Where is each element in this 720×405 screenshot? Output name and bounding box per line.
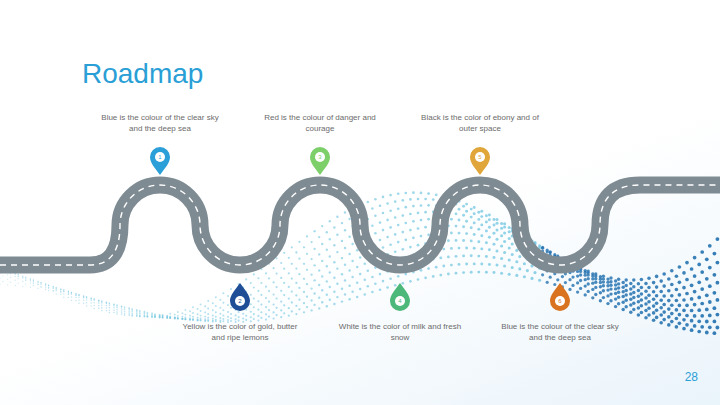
map-pin: 1: [149, 146, 171, 176]
pin-shape: [389, 282, 411, 312]
callout-number: 3: [309, 153, 331, 161]
callout-number: 2: [229, 297, 251, 305]
milestone-text: Black is the color of ebony and of outer…: [418, 112, 542, 134]
milestone-text: Blue is the colour of the clear sky and …: [498, 321, 622, 343]
callout-number: 6: [549, 297, 571, 305]
milestone-text: Yellow is the color of gold, butter and …: [178, 321, 302, 343]
milestone-text: White is the color of milk and fresh sno…: [338, 321, 462, 343]
callout-number: 1: [149, 153, 171, 161]
road-dashes: [0, 185, 720, 265]
map-pin: 2: [229, 282, 251, 312]
pin-shape: [309, 146, 331, 176]
milestone: 2Yellow is the color of gold, butter and…: [160, 282, 320, 343]
map-pin: 6: [549, 282, 571, 312]
map-pin: 5: [469, 146, 491, 176]
road: [0, 185, 720, 265]
milestone: 4White is the color of milk and fresh sn…: [320, 282, 480, 343]
map-pin: 3: [309, 146, 331, 176]
page-number: 28: [685, 370, 698, 384]
milestone: 6Blue is the colour of the clear sky and…: [480, 282, 640, 343]
milestone: Red is the colour of danger and courage 3: [240, 112, 400, 176]
map-pin: 4: [389, 282, 411, 312]
pin-shape: [469, 146, 491, 176]
callout-number: 4: [389, 297, 411, 305]
milestone: Blue is the colour of the clear sky and …: [80, 112, 240, 176]
pin-shape: [229, 282, 251, 312]
pin-shape: [549, 282, 571, 312]
callout-number: 5: [469, 153, 491, 161]
milestone-text: Blue is the colour of the clear sky and …: [98, 112, 222, 134]
pin-shape: [149, 146, 171, 176]
milestone-text: Red is the colour of danger and courage: [258, 112, 382, 134]
milestone: Black is the color of ebony and of outer…: [400, 112, 560, 176]
slide-title: Roadmap: [82, 58, 203, 90]
